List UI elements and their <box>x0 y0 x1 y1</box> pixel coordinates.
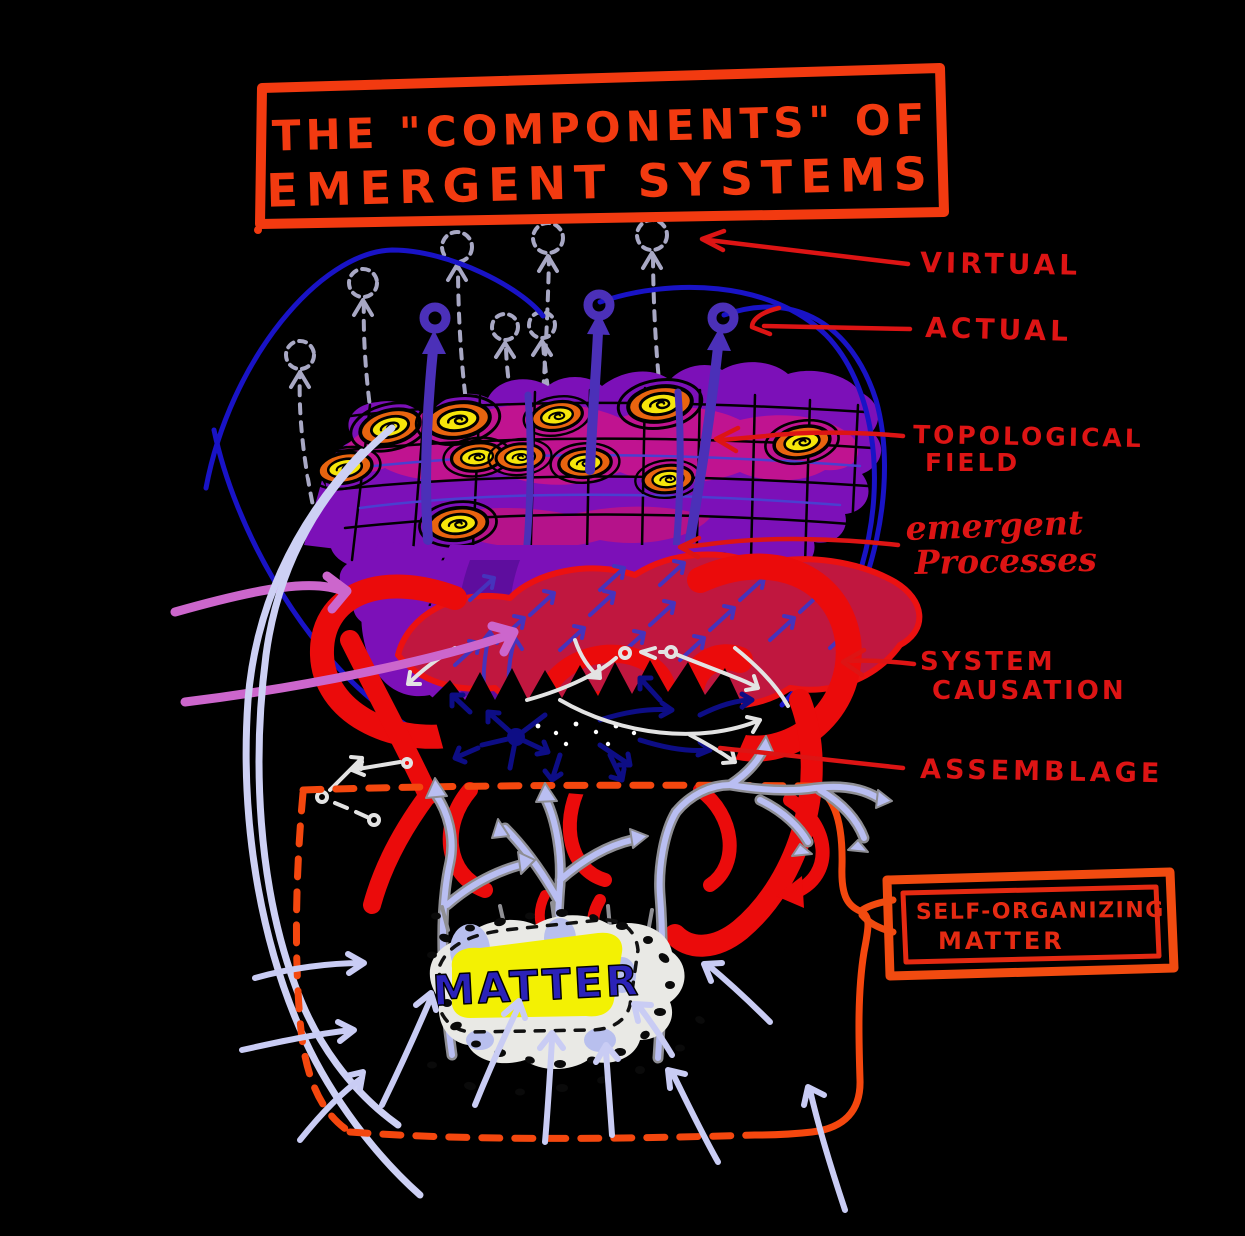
virtual-endpoint-circle <box>531 221 565 255</box>
lavender-long-lines <box>242 424 424 1199</box>
emergent-processes-label-line1: emergent <box>905 503 1084 548</box>
actual-label: ACTUAL <box>925 311 1073 348</box>
self-organizing-boundary <box>292 781 897 1142</box>
system-causation-label-line2: CAUSATION <box>932 676 1127 706</box>
actual-arrow <box>749 305 913 337</box>
emergent-processes-label-line2: Processes <box>913 540 1097 582</box>
assemblage-label: ASSEMBLAGE <box>920 754 1164 789</box>
assemblage-cluster <box>430 660 755 795</box>
topological-field-arrow <box>713 425 906 454</box>
virtual-endpoint-circle <box>284 339 316 371</box>
matter-label: MATTER <box>431 956 642 1016</box>
assemblage-arrows <box>449 675 755 783</box>
system-causation-label-line1: SYSTEM <box>920 647 1056 677</box>
actual-endpoint-circle <box>419 302 451 334</box>
emergent-processes-arrow <box>677 535 901 560</box>
white-micro-arrows <box>315 638 790 827</box>
virtual-label: VIRTUAL <box>920 246 1081 282</box>
virtual-endpoint-circle <box>635 218 669 252</box>
annotation-arrows <box>677 228 917 771</box>
callout-line1: SELF-ORGANIZING <box>916 898 1165 925</box>
virtual-endpoint-circle <box>490 312 520 342</box>
matter-trees <box>425 735 893 1064</box>
title-box: THE "COMPONENTS" OF EMERGENT SYSTEMS <box>254 63 949 234</box>
lavender-matter-arrows <box>239 951 848 1213</box>
virtual-endpoint-circle <box>347 267 379 299</box>
actual-endpoint-circle <box>707 302 739 334</box>
topological-field-label-line1: TOPOLOGICAL <box>913 420 1144 453</box>
topological-field-label-line2: FIELD <box>925 448 1020 477</box>
virtual-arrow <box>699 228 911 267</box>
assemblage-specks <box>535 721 637 747</box>
assemblage-arrow <box>717 745 906 771</box>
annotations: VIRTUAL ACTUAL TOPOLOGICAL FIELD emergen… <box>677 228 1164 789</box>
system-causation-arrow <box>840 647 917 678</box>
self-organizing-matter-callout: SELF-ORGANIZING MATTER <box>882 867 1179 981</box>
actual-trajectories <box>419 289 739 562</box>
virtual-endpoint-circle <box>440 230 474 264</box>
actual-endpoint-circle <box>583 289 615 321</box>
matter-speckles <box>427 909 705 1096</box>
matter-blob: MATTER <box>427 909 705 1096</box>
matter-highlight <box>451 932 623 1018</box>
callout-line2: MATTER <box>938 927 1065 955</box>
